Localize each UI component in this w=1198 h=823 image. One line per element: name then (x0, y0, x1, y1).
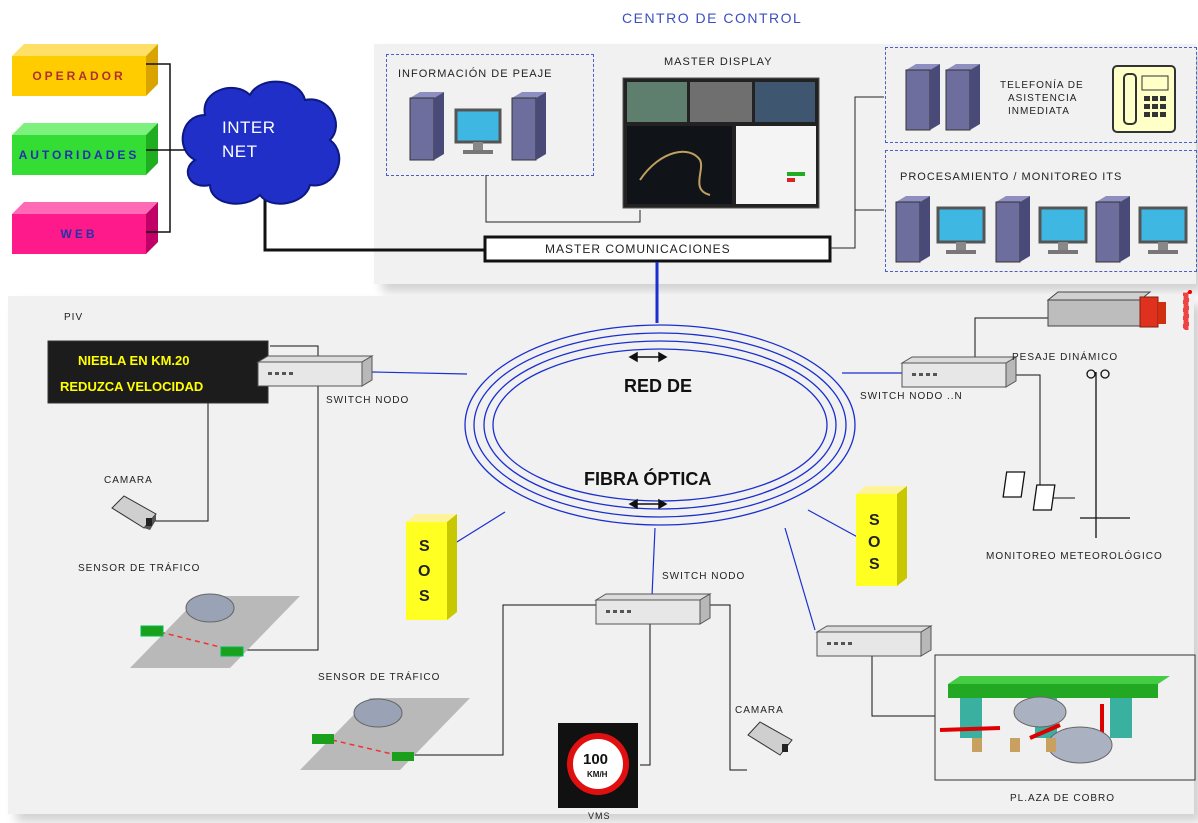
autoridades-label: AUTORIDADES (18, 148, 140, 162)
meteo-label: MONITOREO METEOROLÓGICO (986, 551, 1163, 562)
plaza-label: PL.AZA DE COBRO (1010, 793, 1116, 804)
sensor-pad-left (130, 593, 300, 668)
web-label: WEB (60, 227, 98, 241)
piv-message-2: REDUZCA VELOCIDAD (60, 379, 204, 394)
autoridades-box-shape (12, 123, 158, 175)
switch-left-label: SWITCH NODO (326, 395, 410, 406)
sensor-left-label: SENSOR DE TRÁFICO (78, 563, 201, 574)
master-display-label: MASTER DISPLAY (664, 56, 773, 68)
vms-sign (558, 723, 638, 808)
web-box-shape (12, 202, 158, 254)
web-box[interactable]: WEB (12, 202, 158, 254)
telefonia-servers (905, 64, 1176, 133)
telefonia-label-2: ASISTENCIA (1008, 93, 1078, 104)
pesaje-label: PESAJE DINÁMICO (1012, 352, 1119, 363)
sos-right-s2: S (869, 556, 881, 573)
sensor-pad-bottom (300, 698, 470, 770)
switch-bottom (594, 593, 712, 625)
sos-left-o: O (418, 563, 432, 580)
operador-box-shape (12, 44, 158, 96)
its-group (885, 150, 1197, 272)
master-display-screen (622, 77, 820, 209)
autoridades-box[interactable]: AUTORIDADES (12, 123, 158, 175)
vms-speed: 100 (583, 751, 609, 768)
peaje-group (386, 54, 594, 176)
fiber-label-2: FIBRA ÓPTICA (584, 469, 712, 489)
master-comm-label: MASTER COMUNICACIONES (545, 242, 731, 256)
camara-bottom-label: CAMARA (735, 705, 784, 716)
operador-box[interactable]: OPERADOR (12, 44, 158, 96)
telefonia-group (885, 47, 1197, 143)
switch-right-label: SWITCH NODO ..N (860, 391, 963, 402)
camera-left-icon (111, 495, 157, 530)
switch-plaza (815, 625, 933, 657)
piv-panel (47, 340, 269, 404)
operador-label: OPERADOR (32, 69, 126, 83)
internet-cloud (181, 80, 341, 205)
meteo-station-icon (1002, 369, 1130, 538)
sos-post-right (856, 486, 907, 586)
telefonia-label-3: INMEDIATA (1008, 106, 1070, 117)
peaje-equipment (409, 92, 546, 161)
fiber-label-1: RED DE (624, 376, 693, 396)
pesaje-device (1046, 290, 1192, 331)
vms-unit: KM/H (587, 770, 608, 779)
sos-left-s1: S (419, 538, 431, 555)
sos-post-left (406, 514, 457, 620)
control-center-title: CENTRO DE CONTROL (622, 10, 803, 26)
cloud-label-2: NET (222, 142, 258, 161)
camera-bottom-icon (747, 721, 793, 756)
switch-left (256, 355, 374, 387)
switch-bottom-label: SWITCH NODO (662, 571, 746, 582)
its-equipment (895, 196, 1188, 263)
vms-label: VMS (588, 811, 611, 821)
cloud-label-1: INTER (222, 118, 276, 137)
telefonia-label-1: TELEFONÍA DE (1000, 80, 1084, 91)
its-label: PROCESAMIENTO / MONITOREO ITS (900, 171, 1123, 183)
sos-right-s1: S (869, 512, 881, 529)
camara-left-label: CAMARA (104, 475, 153, 486)
piv-message-1: NIEBLA EN KM.20 (78, 353, 190, 368)
peaje-label: INFORMACIÓN DE PEAJE (398, 68, 553, 80)
sensor-bottom-label: SENSOR DE TRÁFICO (318, 672, 441, 683)
master-comm-box (483, 235, 832, 263)
switch-right (900, 356, 1018, 388)
piv-label: PIV (64, 312, 84, 323)
sos-right-o: O (868, 534, 882, 551)
sos-left-s2: S (419, 588, 431, 605)
plaza-cobro (934, 654, 1196, 781)
